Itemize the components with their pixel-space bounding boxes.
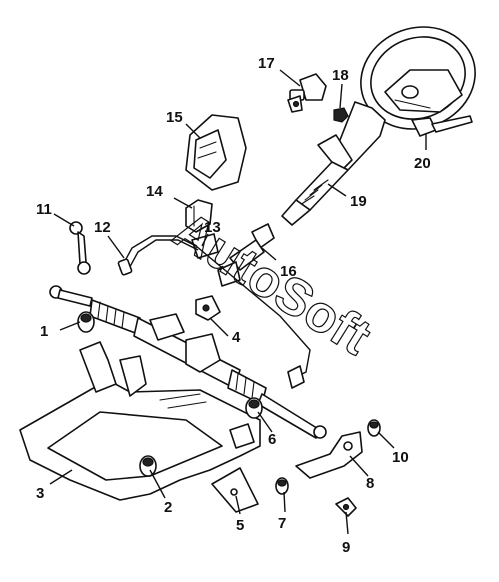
part-11-link	[69, 221, 91, 275]
callout-20: 20	[414, 155, 431, 172]
part-8-arm	[295, 431, 363, 479]
steering-wheel	[360, 26, 476, 130]
callout-15: 15	[166, 109, 183, 126]
part-18-nut	[333, 107, 349, 123]
callout-10: 10	[392, 449, 409, 466]
callout-9: 9	[342, 539, 350, 556]
callout-2: 2	[164, 499, 172, 516]
callouts: 1 2 3 4 5 6 7 8 9 10 11 12 13 14 15 16 1…	[36, 55, 431, 556]
callout-7: 7	[278, 515, 286, 532]
part-2-bushing	[139, 455, 157, 477]
part-4-mount	[195, 295, 221, 321]
callout-1: 1	[40, 323, 48, 340]
callout-4: 4	[232, 329, 241, 346]
part-14-clamp	[185, 199, 213, 233]
part-10-bushing	[367, 419, 381, 437]
part-20-stalk-switch	[411, 115, 473, 137]
part-12-hydraulic-line	[117, 235, 311, 389]
callout-18: 18	[332, 67, 349, 84]
part-5-plate	[211, 467, 259, 513]
part-1-bushing	[77, 311, 95, 333]
callout-6: 6	[268, 431, 276, 448]
callout-14: 14	[146, 183, 163, 200]
part-19-steering-column	[281, 101, 386, 226]
callout-8: 8	[366, 475, 374, 492]
callout-3: 3	[36, 485, 44, 502]
callout-19: 19	[350, 193, 367, 210]
callout-12: 12	[94, 219, 111, 236]
steering-rack	[49, 285, 327, 439]
part-3-subframe	[19, 341, 261, 501]
part-16-intermediate-shaft	[217, 223, 275, 287]
part-9-ball-joint	[335, 497, 357, 517]
callout-11: 11	[36, 201, 52, 218]
part-15-column-shroud	[185, 114, 247, 191]
callout-13: 13	[204, 219, 221, 236]
leader-lines	[49, 69, 427, 535]
part-17-ignition-lock	[287, 73, 327, 113]
callout-16: 16	[280, 263, 297, 280]
part-7-bushing	[275, 477, 289, 495]
callout-5: 5	[236, 517, 244, 534]
callout-17: 17	[258, 55, 275, 72]
